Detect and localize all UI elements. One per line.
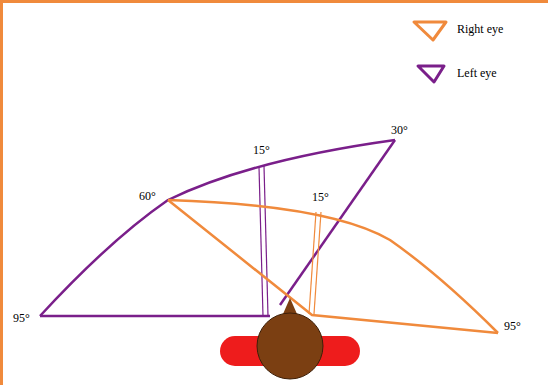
angle-label: 60° [138,189,157,203]
angle-label: 95° [503,319,522,333]
legend-text: Right eye [456,22,504,36]
angle-label: 95° [12,311,31,325]
nose [283,298,297,314]
legend-text: Left eye [456,66,498,80]
head [257,313,323,379]
right-eye-15-marker [309,212,321,314]
right-eye-field [168,200,498,333]
angle-label: 30° [390,123,409,137]
right-eye-swatch [414,22,446,40]
left-eye-field [40,140,395,316]
left-eye-swatch [418,66,444,82]
left-eye-15-marker [259,166,268,316]
angle-label: 15° [252,143,271,157]
angle-label: 15° [311,190,330,204]
